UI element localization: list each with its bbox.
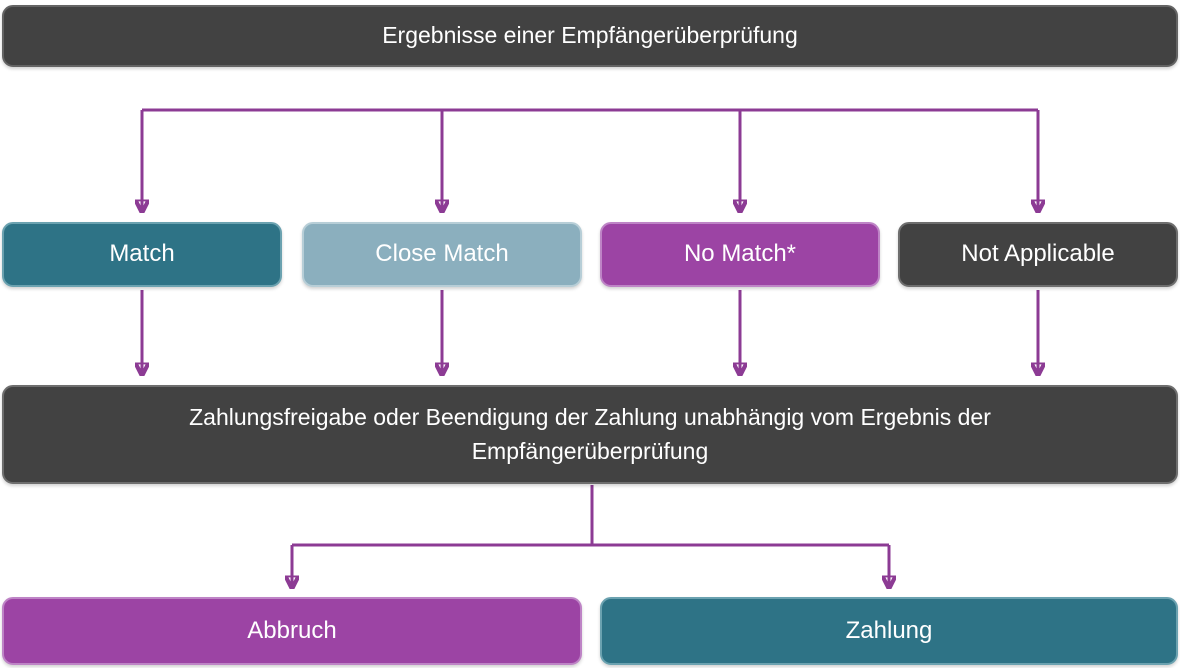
- result-node-label: Match: [109, 240, 175, 268]
- result-node-not-applicable: Not Applicable: [898, 222, 1178, 287]
- bottom-fan-rail: [292, 485, 889, 547]
- page-title: Ergebnisse einer Empfängerüberprüfung: [382, 22, 798, 49]
- result-node-label: No Match*: [683, 240, 797, 268]
- result-node-match: Match: [2, 222, 282, 287]
- decision-box: Zahlungsfreigabe oder Beendigung der Zah…: [2, 385, 1178, 484]
- result-node-no-match: No Match*: [600, 222, 880, 287]
- outcome-node-zahlung: Zahlung: [600, 597, 1178, 665]
- result-node-label: Not Applicable: [961, 240, 1115, 268]
- outcome-node-label: Abbruch: [247, 616, 337, 644]
- title-box: Ergebnisse einer Empfängerüberprüfung: [2, 5, 1178, 67]
- result-node-close-match: Close Match: [302, 222, 582, 287]
- outcome-node-label: Zahlung: [845, 616, 933, 644]
- result-node-label: Close Match: [375, 240, 509, 268]
- outcome-node-abbruch: Abbruch: [2, 597, 582, 665]
- decision-box-label: Zahlungsfreigabe oder Beendigung der Zah…: [189, 404, 991, 464]
